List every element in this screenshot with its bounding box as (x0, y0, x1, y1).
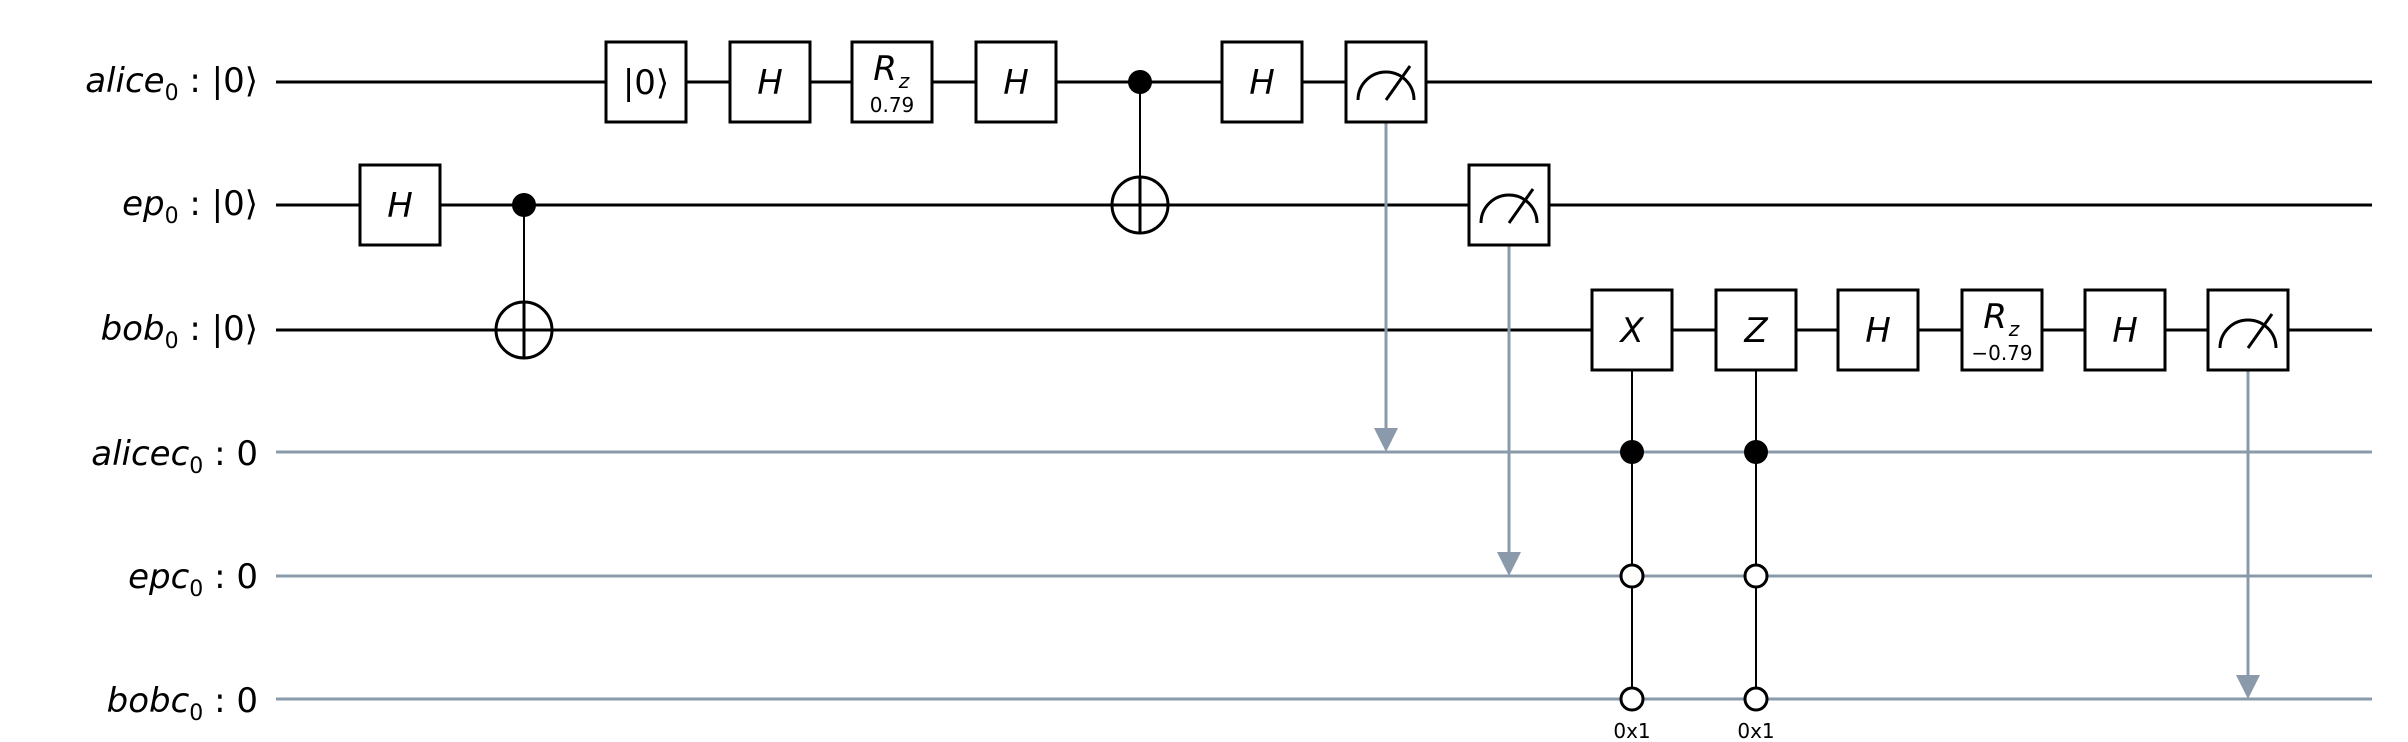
svg-text:z: z (2008, 317, 2020, 341)
measure-gate-alice[interactable] (1344, 40, 1428, 124)
z-condition-label: 0x1 (1737, 719, 1774, 742)
cx-control-dot-ep[interactable] (512, 193, 536, 217)
x-condition-open-dot-epc (1619, 563, 1645, 589)
svg-text:X: X (1618, 311, 1644, 351)
x-condition-label: 0x1 (1613, 719, 1650, 742)
wire-label-ep: ep0 : |0⟩ (122, 184, 258, 229)
svg-text:z: z (898, 69, 910, 93)
cx-target-bob[interactable] (494, 300, 554, 360)
wires (276, 80, 2372, 701)
h-gate-ep[interactable]: H (358, 163, 442, 247)
svg-text:H: H (757, 63, 783, 103)
z-condition-open-dot-epc (1743, 563, 1769, 589)
meter-icon (1356, 65, 1416, 101)
rz-gate-bob[interactable]: R z −0.79 (1960, 288, 2044, 372)
z-condition-open-dot-bobc (1743, 686, 1769, 712)
wire-label-bobc: bobc0 : 0 (107, 681, 258, 726)
x-condition-dot-alicec (1620, 440, 1644, 464)
svg-text:R: R (873, 49, 897, 89)
x-condition-open-dot-bobc (1619, 686, 1645, 712)
svg-text:H: H (2112, 311, 2138, 351)
svg-text:H: H (1003, 63, 1029, 103)
measure-bob-arrowhead (2236, 675, 2260, 699)
gates: H |0⟩ H R z 0.79 H (358, 40, 2290, 742)
svg-text:H: H (1249, 63, 1275, 103)
h-gate-alice-1[interactable]: H (728, 40, 812, 124)
svg-text:R: R (1983, 297, 2007, 337)
reset-gate-alice[interactable]: |0⟩ (604, 40, 688, 124)
wire-label-alicec: alicec0 : 0 (91, 434, 258, 479)
wire-label-epc: epc0 : 0 (128, 557, 258, 602)
wire-labels: alice0 : |0⟩ ep0 : |0⟩ bob0 : |0⟩ alicec… (85, 61, 258, 726)
cx-control-dot-alice[interactable] (1128, 70, 1152, 94)
svg-text:|0⟩: |0⟩ (623, 63, 669, 103)
meter-icon (1479, 188, 1539, 224)
svg-text:H: H (387, 186, 413, 226)
h-gate-alice-3[interactable]: H (1220, 40, 1304, 124)
measure-ep-arrowhead (1497, 552, 1521, 576)
svg-text:−0.79: −0.79 (1971, 341, 2032, 365)
z-condition-dot-alicec (1744, 440, 1768, 464)
svg-text:Z: Z (1743, 311, 1768, 351)
x-gate-bob[interactable]: X (1590, 288, 1674, 372)
wire-label-alice: alice0 : |0⟩ (85, 61, 258, 106)
measure-gate-bob[interactable] (2206, 288, 2290, 372)
connectors (523, 82, 2260, 699)
svg-text:0.79: 0.79 (870, 93, 915, 117)
meter-icon (2218, 313, 2278, 349)
rz-gate-alice[interactable]: R z 0.79 (850, 40, 934, 124)
wire-label-bob: bob0 : |0⟩ (101, 309, 258, 354)
h-gate-bob-2[interactable]: H (2083, 288, 2167, 372)
z-gate-bob[interactable]: Z (1714, 288, 1798, 372)
measure-gate-ep[interactable] (1467, 163, 1551, 247)
h-gate-alice-2[interactable]: H (974, 40, 1058, 124)
cx-target-ep[interactable] (1110, 175, 1170, 235)
svg-text:H: H (1865, 311, 1891, 351)
measure-alice-arrowhead (1374, 428, 1398, 452)
h-gate-bob-1[interactable]: H (1836, 288, 1920, 372)
